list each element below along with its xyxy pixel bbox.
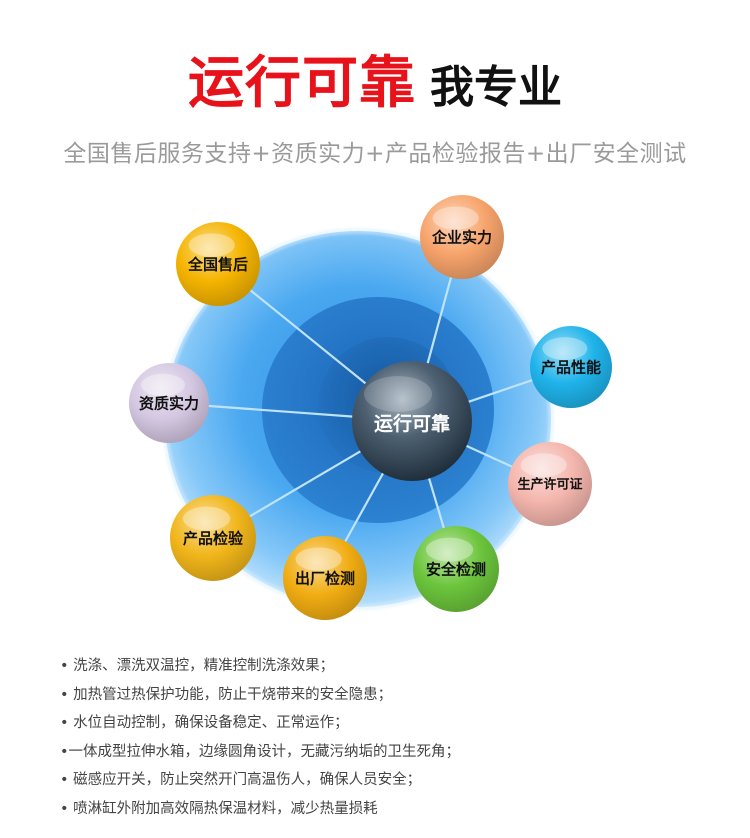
feature-item: • 水位自动控制，确保设备稳定、正常运作； — [60, 715, 349, 732]
node-label: 生产许可证 — [517, 477, 582, 493]
node-label: 全国售后 — [187, 255, 248, 273]
node-ball — [420, 195, 504, 279]
node-label: 产品检验 — [183, 529, 244, 547]
node-8: 安全检测 — [413, 526, 499, 612]
node-ball — [283, 536, 367, 620]
node-1: 全国售后 — [176, 222, 260, 306]
node-label: 出厂检测 — [295, 569, 355, 587]
node-ball — [170, 495, 256, 581]
node-ball — [413, 526, 499, 612]
node-ball — [129, 363, 209, 443]
node-highlight — [141, 373, 185, 397]
node-label: 企业实力 — [431, 228, 492, 246]
node-highlight — [542, 337, 588, 361]
node-6: 产品检验 — [170, 495, 256, 581]
node-ball — [508, 442, 592, 526]
feature-item: •一体成型拉伸水箱，边缘圆角设计，无藏污纳垢的卫生死角； — [60, 743, 461, 760]
node-label: 资质实力 — [139, 394, 199, 412]
node-label: 产品性能 — [541, 358, 601, 376]
node-highlight — [182, 506, 231, 531]
subtitle: 全国售后服务支持+资质实力+产品检验报告+出厂安全测试 — [63, 141, 687, 167]
node-3: 产品性能 — [530, 326, 612, 408]
feature-item: • 磁感应开关，防止突然开门高温伤人，确保人员安全； — [60, 772, 422, 789]
node-4: 资质实力 — [129, 363, 209, 443]
headline: 运行可靠 我专业 — [0, 38, 750, 119]
feature-item: • 洗涤、漂洗双温控，精准控制洗涤效果； — [60, 658, 335, 674]
node-highlight — [188, 233, 235, 257]
node-2: 企业实力 — [420, 195, 504, 279]
node-ball — [176, 222, 260, 306]
node-highlight — [425, 537, 474, 562]
node-label: 安全检测 — [426, 560, 486, 578]
center-label: 运行可靠 — [374, 412, 450, 435]
node-highlight — [432, 206, 479, 230]
feature-item: • 喷淋缸外附加高效隔热保温材料，减少热量损耗 — [60, 800, 378, 817]
node-ball — [530, 326, 612, 408]
headline-black: 我专业 — [430, 62, 562, 113]
center-node: 运行可靠 — [352, 361, 472, 481]
node-5: 生产许可证 — [508, 442, 592, 526]
feature-list: • 洗涤、漂洗双温控，精准控制洗涤效果； • 加热管过热保护功能，防止干烧带来的… — [60, 652, 700, 824]
node-highlight — [295, 547, 342, 571]
headline-red: 运行可靠 — [188, 51, 416, 116]
feature-item: • 加热管过热保护功能，防止干烧带来的安全隐患； — [60, 686, 393, 703]
node-highlight — [520, 453, 567, 477]
node-7: 出厂检测 — [283, 536, 367, 620]
